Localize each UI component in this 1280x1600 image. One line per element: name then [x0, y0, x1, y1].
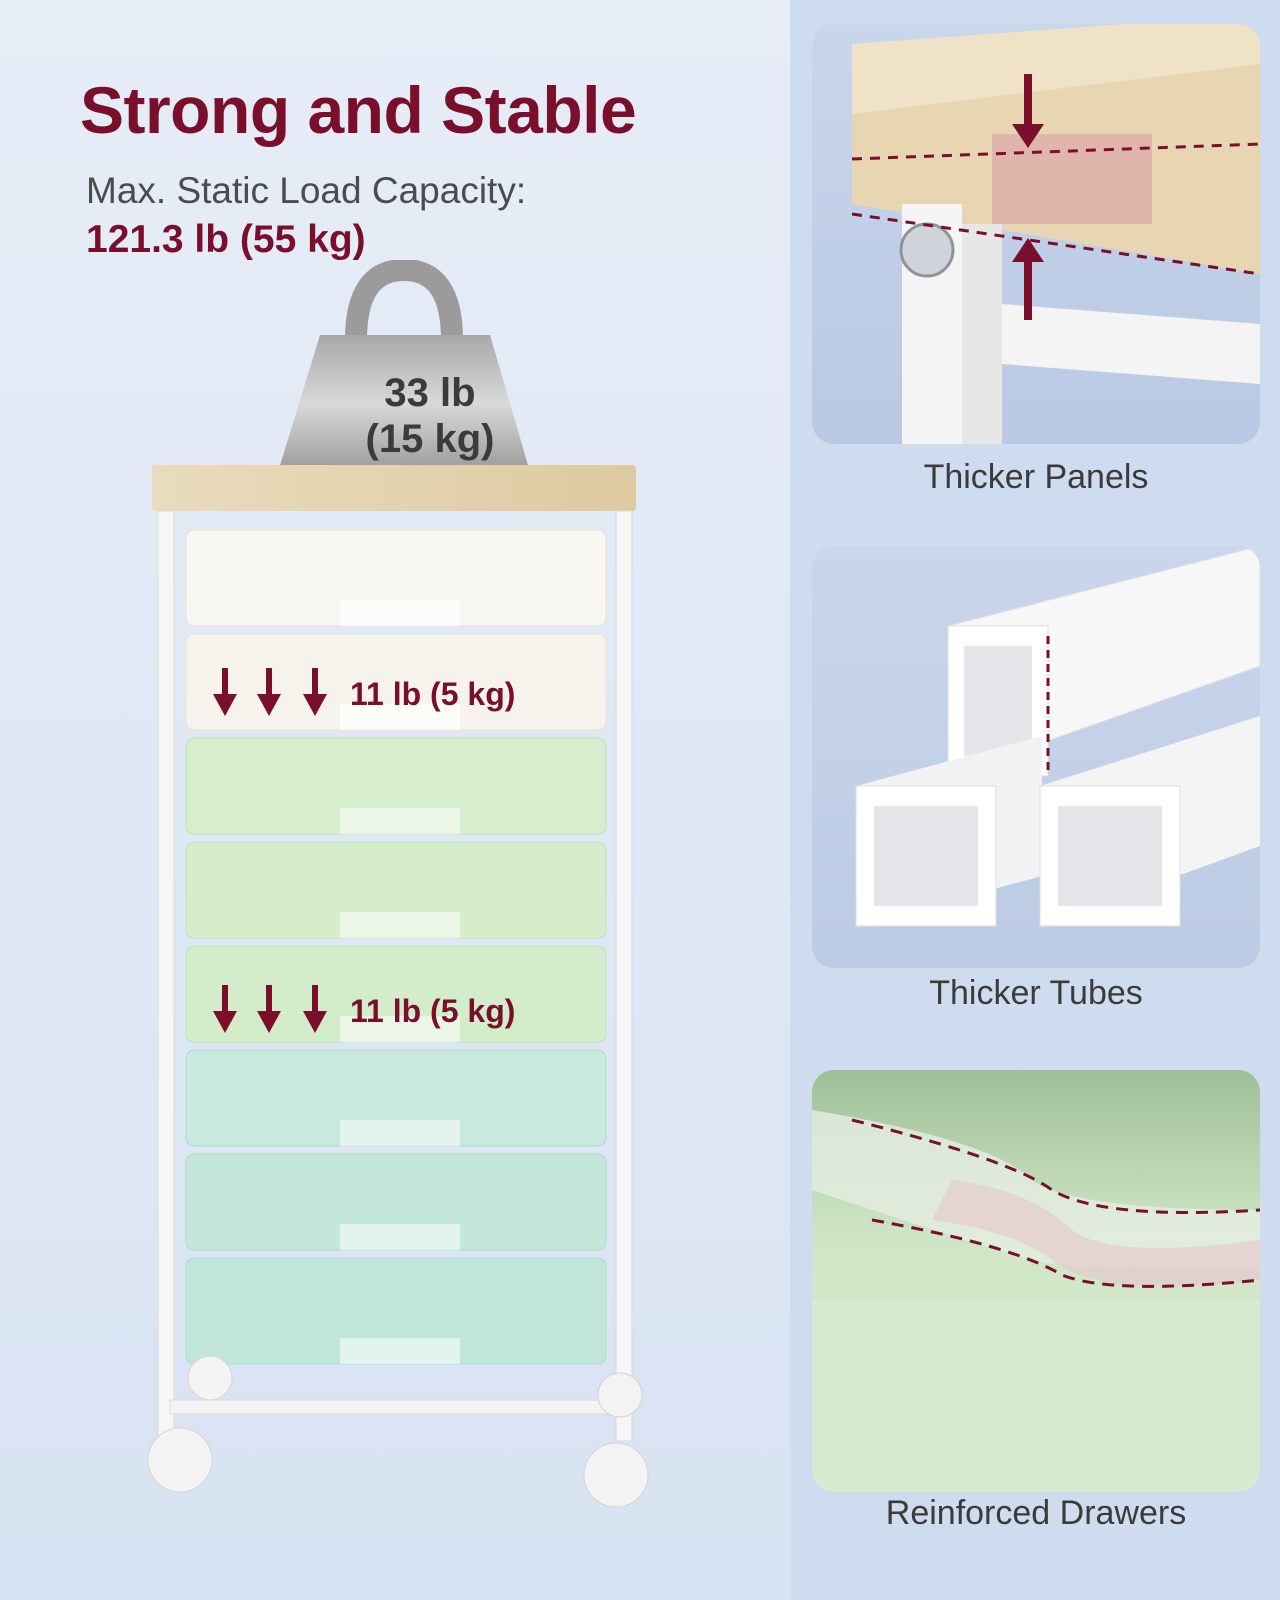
headline-title: Strong and Stable: [80, 73, 637, 147]
reinforced-drawers-image: [812, 1070, 1260, 1492]
top-load-label: 33 lb (15 kg): [290, 370, 570, 462]
storage-cart-illustration: [147, 260, 649, 1508]
caption-thicker-tubes: Thicker Tubes: [929, 974, 1143, 1012]
drawer-load-label-lower: 11 lb (5 kg): [350, 993, 516, 1029]
weight-icon: [278, 260, 530, 472]
wood-top: [152, 465, 636, 511]
capacity-label: Max. Static Load Capacity:: [86, 170, 527, 211]
load-arrows: [213, 668, 327, 1033]
top-load-kg: (15 kg): [365, 417, 495, 461]
thicker-panels-image: [812, 24, 1260, 444]
drawer-stack: [185, 529, 607, 1365]
top-load-lb: 33 lb: [384, 371, 476, 415]
caption-thicker-panels: Thicker Panels: [923, 458, 1149, 496]
capacity-value: 121.3 lb (55 kg): [86, 218, 366, 261]
caption-reinforced-drawers: Reinforced Drawers: [885, 1494, 1187, 1532]
drawer-load-label-upper: 11 lb (5 kg): [350, 676, 516, 712]
caster-wheels: [147, 1355, 649, 1508]
thicker-tubes-image: [812, 546, 1260, 968]
